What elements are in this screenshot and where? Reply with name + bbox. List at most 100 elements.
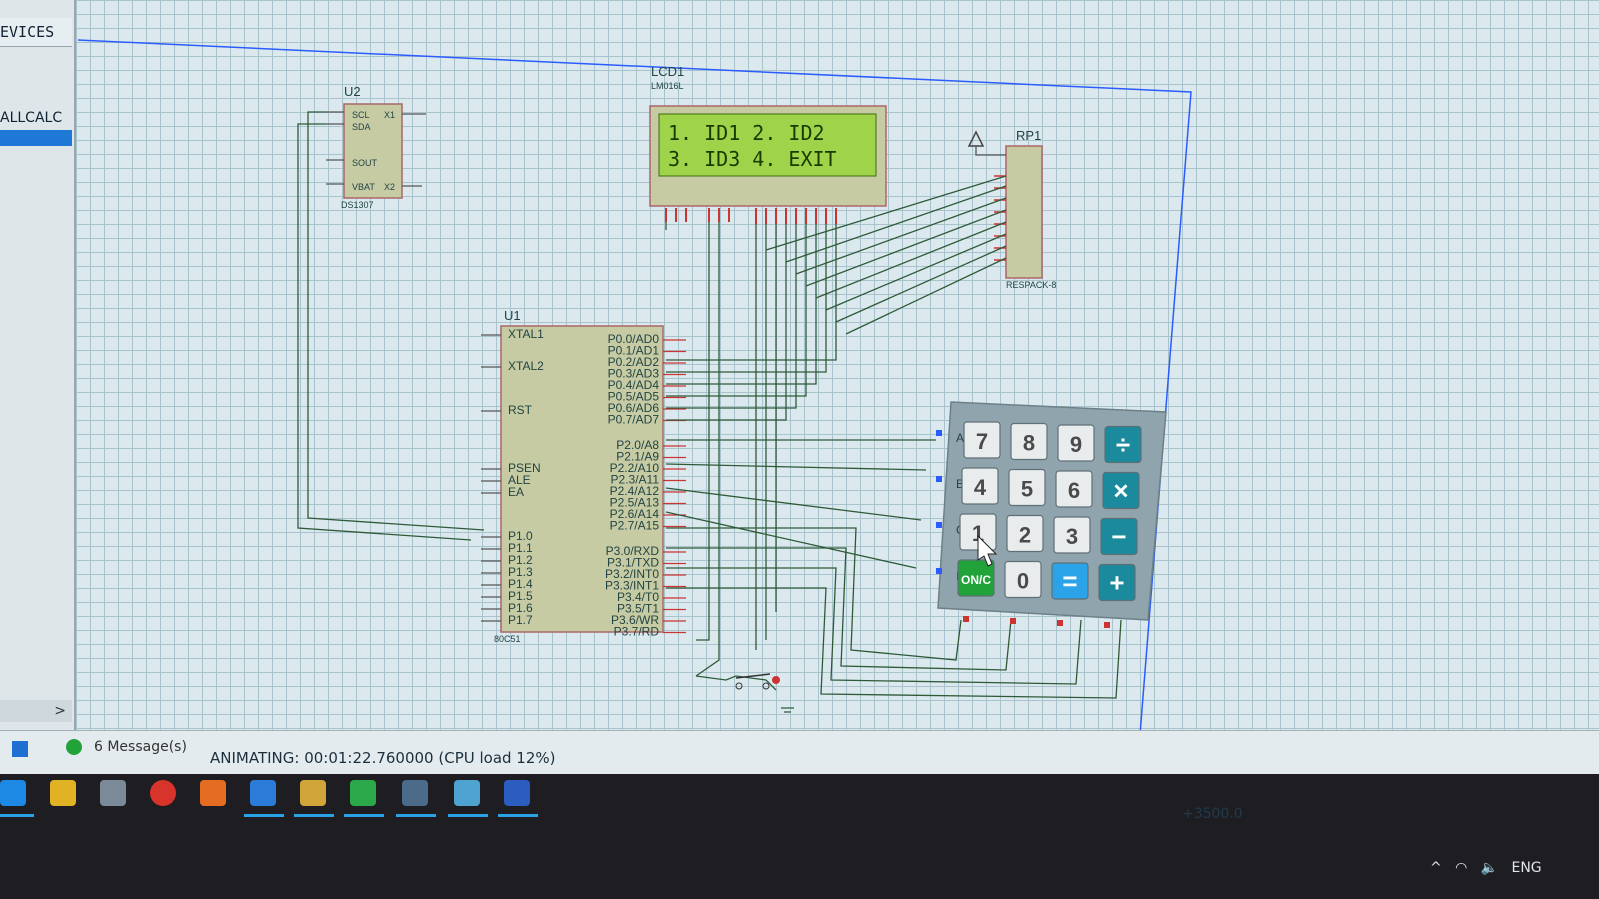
key-1[interactable]: 8 [1010, 422, 1048, 461]
sidebar-scroll-right[interactable]: > [0, 700, 72, 722]
cube-app-icon[interactable] [244, 780, 284, 817]
key-14[interactable]: = [1051, 562, 1089, 600]
keypad-row-pin [936, 568, 942, 574]
key-6[interactable]: 6 [1055, 470, 1093, 508]
u1-pin-p04ad4: P0.4/AD4 [608, 378, 660, 392]
u1-pin-p37rd: P3.7/RD [614, 625, 660, 639]
u1-pin-p00ad0: P0.0/AD0 [608, 332, 660, 346]
u1-pin-p17: P1.7 [508, 613, 533, 627]
u1-pin-p15: P1.5 [508, 589, 533, 603]
key-9[interactable]: 2 [1006, 514, 1044, 553]
keypad-col-pin [1057, 620, 1063, 626]
u2-part: DS1307 [341, 200, 374, 210]
u1-pin-p03ad3: P0.3/AD3 [608, 367, 660, 381]
svg-text:7: 7 [976, 429, 988, 454]
u1-pin-p02ad2: P0.2/AD2 [608, 355, 660, 369]
language-indicator[interactable]: ENG [1511, 860, 1542, 876]
key-4[interactable]: 4 [961, 467, 999, 505]
svg-text:5: 5 [1021, 477, 1033, 502]
cursor-coordinate: +3500.0 [1182, 806, 1243, 822]
key-5[interactable]: 5 [1008, 468, 1046, 507]
u2-pin-sda: SDA [352, 122, 371, 132]
lcd-part: LM016L [651, 81, 684, 91]
u1-pin-ea: EA [508, 485, 524, 499]
device-item-allcalc[interactable]: ALLCALC [0, 110, 63, 126]
devices-header: EVICES [0, 18, 72, 47]
keypad-row-pin [936, 476, 942, 482]
key-7[interactable]: × [1102, 471, 1140, 510]
lcd-ref: LCD1 [651, 64, 684, 79]
messages-count[interactable]: 6 Message(s) [94, 739, 187, 755]
keil-icon[interactable] [344, 780, 384, 817]
vcc-symbol [967, 130, 985, 147]
u1-pin-p24a12: P2.4/A12 [610, 484, 660, 498]
system-tray: ^ ◠ 🔈 ENG [1430, 860, 1542, 876]
u1-pin-p07ad7: P0.7/AD7 [608, 413, 660, 427]
u1-pin-ale: ALE [508, 473, 531, 487]
svg-text:9: 9 [1070, 432, 1082, 457]
keypad-row-b: B [956, 477, 964, 491]
selected-device-bar[interactable] [0, 130, 72, 146]
sticky-notes-icon[interactable] [50, 780, 76, 806]
stop-simulation-icon[interactable] [12, 741, 28, 757]
svg-text:+: + [1109, 568, 1124, 598]
cloud-app-icon[interactable] [100, 780, 126, 806]
proteus-icon[interactable] [396, 780, 436, 817]
u2-ref: U2 [344, 84, 361, 99]
u1-pin-xtal1: XTAL1 [508, 327, 544, 341]
speaker-icon[interactable]: 🔈 [1480, 860, 1499, 876]
rtc-ds1307[interactable]: U2 DS1307 SCL SDA SOUT VBAT X1 X2 [326, 84, 426, 210]
notebook-app-icon[interactable] [448, 780, 488, 817]
key-15[interactable]: + [1098, 563, 1136, 602]
u1-pin-p06ad6: P0.6/AD6 [608, 401, 660, 415]
keypad-col-pin [1104, 622, 1110, 628]
file-manager-icon[interactable] [294, 780, 334, 817]
key-10[interactable]: 3 [1053, 516, 1091, 554]
u1-pin-p25a13: P2.5/A13 [610, 496, 660, 510]
key-13[interactable]: 0 [1004, 560, 1042, 599]
vlc-icon[interactable] [200, 780, 226, 806]
animation-status: ANIMATING: 00:01:22.760000 (CPU load 12%… [210, 749, 556, 767]
u1-pin-p13: P1.3 [508, 565, 533, 579]
u1-pin-p20a8: P2.0/A8 [616, 438, 659, 452]
keypad-col-pin [1010, 618, 1016, 624]
app-icon-blue[interactable] [0, 780, 34, 817]
u2-pin-x2: X2 [384, 182, 395, 192]
chevron-up-icon[interactable]: ^ [1430, 860, 1442, 876]
device-sidebar: EVICES ALLCALC > [0, 0, 76, 730]
word-icon[interactable] [498, 780, 538, 817]
messages-status-icon[interactable] [66, 739, 82, 755]
key-0[interactable]: 7 [963, 421, 1001, 459]
u1-ref: U1 [504, 308, 521, 323]
rp1-ref: RP1 [1016, 128, 1041, 143]
u1-pin-p32int0: P3.2/INT0 [605, 567, 659, 581]
keypad-row-a: A [956, 431, 964, 445]
u1-pin-psen: PSEN [508, 461, 541, 475]
key-2[interactable]: 9 [1057, 424, 1095, 462]
mouse-cursor-icon [977, 534, 998, 567]
wiring [297, 111, 1122, 713]
wifi-icon[interactable]: ◠ [1455, 860, 1468, 876]
calculator-keypad[interactable]: ABCD 789÷456×123−ON/C0=+ [936, 401, 1167, 628]
svg-text:ON/C: ON/C [961, 573, 991, 587]
svg-text:3: 3 [1066, 524, 1078, 549]
u1-pin-p23a11: P2.3/A11 [611, 473, 660, 487]
lcd-lm016l[interactable]: LCD1 LM016L 1. ID1 2. ID2 3. ID3 4. EXIT [649, 64, 887, 224]
svg-text:8: 8 [1023, 431, 1035, 456]
microcontroller-80c51[interactable]: U1 80C51 XTAL1XTAL2RSTPSENALEEAP1.0P1.1P… [481, 308, 686, 644]
key-3[interactable]: ÷ [1104, 425, 1142, 464]
resistor-pack-rp1[interactable]: RP1 RESPACK-8 [967, 128, 1056, 290]
key-12[interactable]: ON/C [957, 559, 995, 597]
key-11[interactable]: − [1100, 517, 1138, 556]
u1-pin-xtal2: XTAL2 [508, 359, 544, 373]
u2-pin-x1: X1 [384, 110, 395, 120]
pushbutton[interactable] [735, 673, 780, 690]
powerpoint-icon[interactable] [150, 780, 176, 806]
u1-pin-p36wr: P3.6/WR [611, 613, 659, 627]
schematic-svg[interactable]: U2 DS1307 SCL SDA SOUT VBAT X1 X2 LCD1 L… [76, 0, 1599, 786]
u1-right-pins: P0.0/AD0P0.1/AD1P0.2/AD2P0.3/AD3P0.4/AD4… [605, 332, 686, 639]
svg-text:−: − [1111, 522, 1126, 552]
schematic-canvas[interactable]: U2 DS1307 SCL SDA SOUT VBAT X1 X2 LCD1 L… [76, 0, 1599, 786]
